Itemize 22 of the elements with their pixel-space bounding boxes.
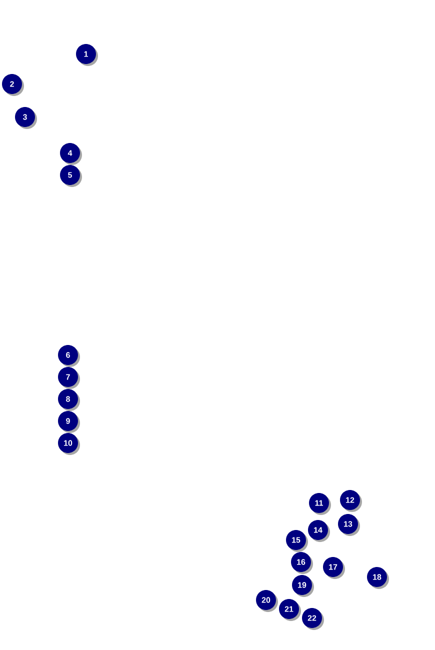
callout-number: 12: [340, 490, 362, 512]
callout-number: 6: [58, 345, 80, 367]
callout-number: 18: [367, 567, 389, 589]
callout-number: 13: [338, 514, 360, 536]
callout-number: 5: [60, 165, 82, 187]
callout-number: 8: [58, 389, 80, 411]
callout-number: 4: [60, 143, 82, 165]
callout-number: 1: [76, 44, 98, 66]
callout-number: 15: [286, 530, 308, 552]
callout-number: 7: [58, 367, 80, 389]
callout-number: 11: [309, 493, 331, 515]
callout-number: 16: [291, 552, 313, 574]
callout-number: 22: [302, 608, 324, 630]
callout-number: 2: [2, 74, 24, 96]
callout-number: 10: [58, 433, 80, 455]
callout-number: 19: [292, 575, 314, 597]
callout-number: 3: [15, 107, 37, 129]
callout-number: 17: [323, 557, 345, 579]
callout-number: 20: [256, 590, 278, 612]
callout-number: 9: [58, 411, 80, 433]
callout-number: 14: [308, 520, 330, 542]
callout-number: 21: [279, 599, 301, 621]
